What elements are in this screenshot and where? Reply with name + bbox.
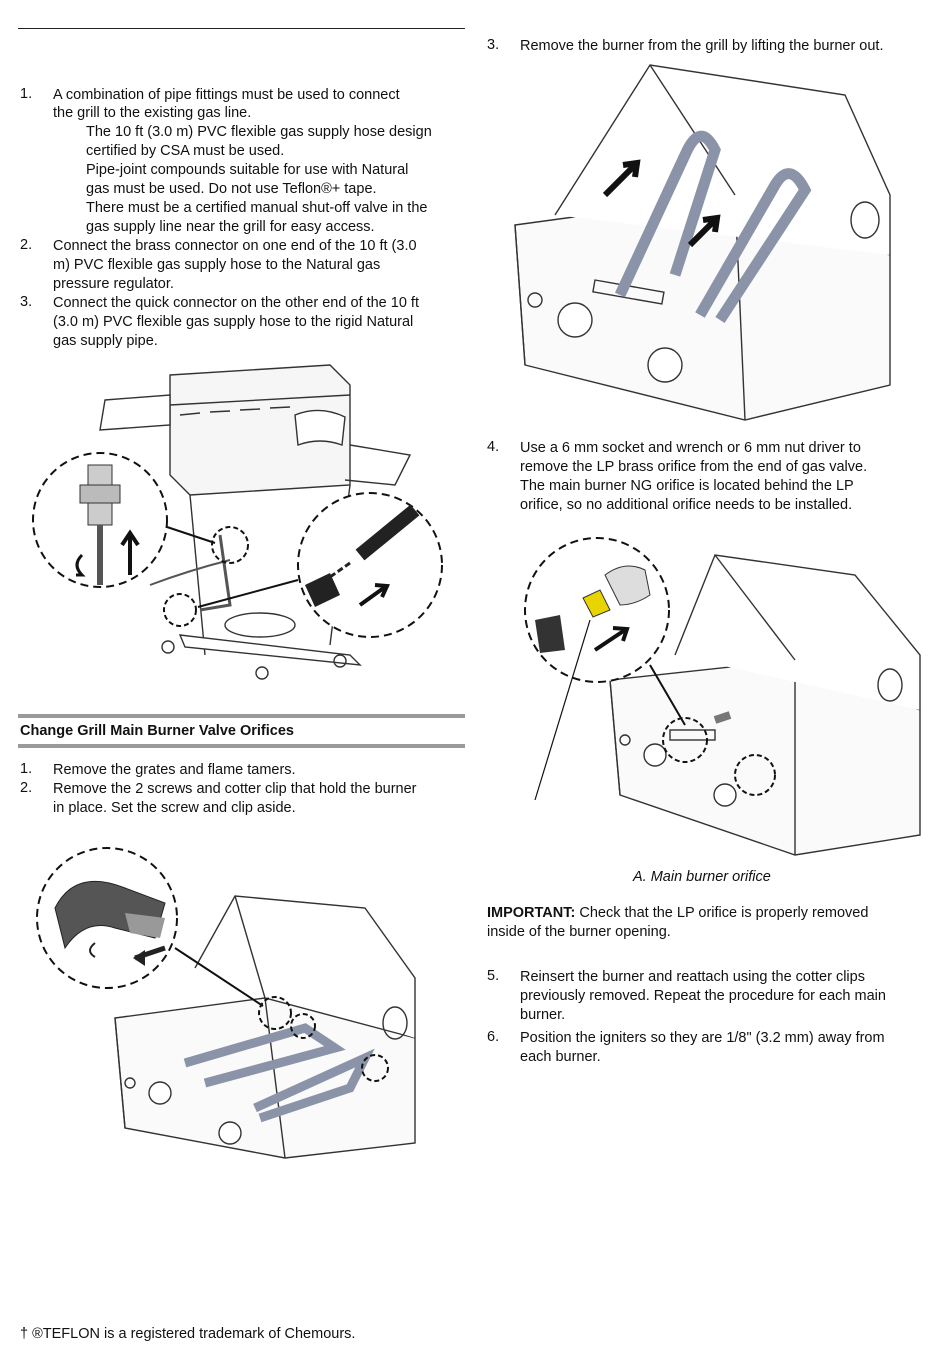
step-number: 3. — [487, 37, 500, 53]
top-rule — [18, 28, 465, 29]
gas-hose-connection-illustration — [32, 364, 443, 680]
step-text: remove the LP brass orifice from the end… — [520, 459, 868, 475]
important-text: inside of the burner opening. — [487, 924, 671, 940]
step-text: previously removed. Repeat the procedure… — [520, 988, 886, 1004]
step-text: m) PVC flexible gas supply hose to the N… — [53, 257, 381, 273]
step-text: orifice, so no additional orifice needs … — [520, 497, 853, 513]
section-rule-top — [18, 714, 465, 718]
important-text: Check that the LP orifice is properly re… — [575, 905, 869, 921]
note-text: The 10 ft (3.0 m) PVC flexible gas suppl… — [86, 124, 432, 140]
step-text: Remove the 2 screws and cotter clip that… — [53, 781, 417, 797]
step-text: Remove the grates and flame tamers. — [53, 762, 296, 778]
step-number: 1. — [20, 86, 33, 102]
step-text: pressure regulator. — [53, 276, 174, 292]
step-number: 2. — [20, 237, 33, 253]
step-number: 6. — [487, 1029, 500, 1045]
orifice-detail-callout — [524, 537, 670, 683]
section-rule-bottom — [18, 744, 465, 748]
burner-removal-illustration — [514, 64, 891, 421]
step-text: (3.0 m) PVC flexible gas supply hose to … — [53, 314, 414, 330]
note-text: Pipe-joint compounds suitable for use wi… — [86, 162, 409, 178]
important-note: IMPORTANT: Check that the LP orifice is … — [487, 904, 868, 923]
step-number: 2. — [20, 780, 33, 796]
step-text: Reinsert the burner and reattach using t… — [520, 969, 865, 985]
cotter-clip-detail-callout — [36, 847, 178, 989]
step-text: Remove the burner from the grill by lift… — [520, 38, 884, 54]
note-text: gas must be used. Do not use Teflon®+ ta… — [86, 181, 377, 197]
section-title: Change Grill Main Burner Valve Orifices — [20, 723, 294, 739]
step-number: 5. — [487, 968, 500, 984]
step-text: burner. — [520, 1007, 566, 1023]
step-text: Position the igniters so they are 1/8" (… — [520, 1030, 885, 1046]
step-text: Use a 6 mm socket and wrench or 6 mm nut… — [520, 440, 861, 456]
orifice-removal-illustration — [524, 537, 921, 856]
note-text: There must be a certified manual shut-of… — [86, 200, 428, 216]
step-text: A combination of pipe fittings must be u… — [53, 87, 400, 103]
step-text: each burner. — [520, 1049, 601, 1065]
step-text: The main burner NG orifice is located be… — [520, 478, 854, 494]
step-number: 3. — [20, 294, 33, 310]
important-label: IMPORTANT: — [487, 905, 576, 921]
step-number: 1. — [20, 761, 33, 777]
footnote: † ®TEFLON is a registered trademark of C… — [20, 1326, 356, 1342]
step-text: gas supply pipe. — [53, 333, 158, 349]
note-text: certified by CSA must be used. — [86, 143, 285, 159]
step-text: the grill to the existing gas line. — [53, 105, 252, 121]
step-text: in place. Set the screw and clip aside. — [53, 800, 296, 816]
step-text: Connect the quick connector on the other… — [53, 295, 419, 311]
burner-screw-illustration — [36, 847, 416, 1159]
regulator-detail-callout — [32, 452, 168, 588]
step-text: Connect the brass connector on one end o… — [53, 238, 417, 254]
quick-connector-detail-callout — [297, 492, 443, 638]
figure-caption: A. Main burner orifice — [633, 869, 771, 885]
step-number: 4. — [487, 439, 500, 455]
note-text: gas supply line near the grill for easy … — [86, 219, 375, 235]
